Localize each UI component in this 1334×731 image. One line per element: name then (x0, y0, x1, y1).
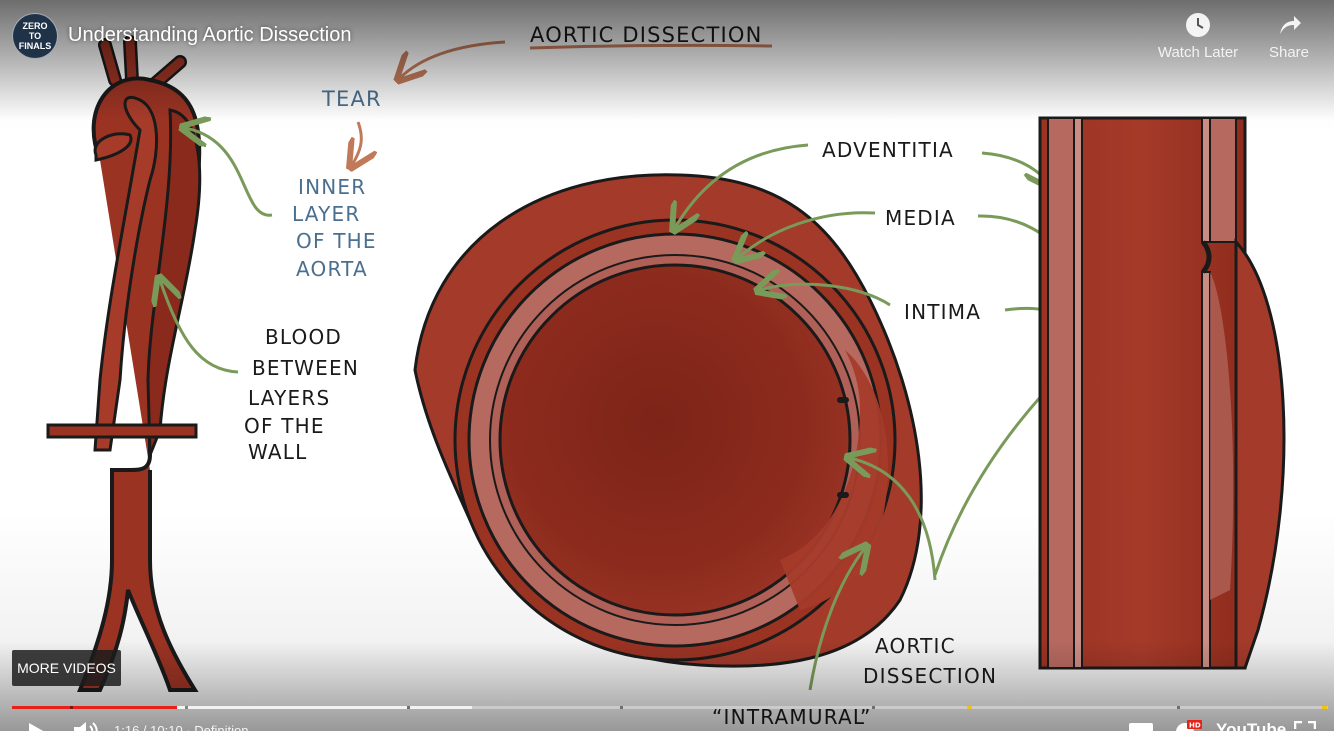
blood-between-line-1: BLOOD (265, 325, 342, 349)
aorta-illustration (46, 35, 202, 692)
video-title[interactable]: Understanding Aortic Dissection (68, 24, 352, 46)
youtube-logo[interactable]: YouTube (1216, 720, 1287, 731)
aortic-dissection-line-2: DISSECTION (863, 664, 997, 688)
progress-loaded (12, 706, 407, 709)
watch-later-button[interactable]: Watch Later (1153, 12, 1243, 61)
blood-between-line-3: LAYERS (248, 386, 330, 410)
chapter-marker (620, 706, 623, 709)
inner-layer-line-2: LAYER (292, 202, 360, 226)
blood-between-line-5: WALL (248, 440, 307, 464)
vessel-longitudinal-illustration (1038, 116, 1286, 670)
more-videos-button[interactable]: MORE VIDEOS (12, 650, 121, 686)
ad-marker (1322, 706, 1327, 709)
intramural-label: “INTRAMURAL” (712, 705, 872, 729)
player-controls: 1:16 / 10:10 · Definition HD YouTube (0, 712, 1334, 731)
share-arrow-icon (1280, 16, 1301, 34)
cross-section-illustration (413, 173, 923, 668)
time-display: 1:16 / 10:10 · Definition (114, 723, 249, 731)
heading-text: AORTIC DISSECTION (530, 23, 763, 47)
media-label: MEDIA (885, 206, 956, 230)
volume-icon[interactable] (72, 719, 100, 731)
aortic-dissection-line-1: AORTIC (875, 634, 956, 658)
inner-layer-line-1: INNER (298, 175, 366, 199)
channel-logo-line-2: TO (28, 31, 42, 41)
progress-played (12, 706, 177, 709)
channel-logo-line-3: FINALS (18, 41, 52, 51)
hd-badge: HD (1189, 722, 1201, 730)
clock-icon (1186, 13, 1210, 37)
play-icon[interactable] (26, 721, 48, 731)
inner-layer-line-4: AORTA (296, 257, 368, 281)
channel-logo-line-1: ZERO (22, 21, 48, 31)
chapter-marker (1177, 706, 1180, 709)
subtitles-icon[interactable] (1128, 722, 1154, 731)
fullscreen-icon[interactable] (1294, 721, 1316, 731)
settings-gear-icon[interactable]: HD (1173, 718, 1203, 731)
inner-layer-line-3: OF THE (296, 229, 377, 253)
channel-avatar[interactable]: ZERO TO FINALS (12, 13, 58, 59)
chapter-marker (407, 706, 410, 709)
heading-underline (529, 43, 773, 50)
watch-later-label: Watch Later (1157, 44, 1239, 61)
adventitia-label: ADVENTITIA (822, 138, 954, 162)
chapter-marker (70, 706, 73, 709)
share-label: Share (1268, 44, 1310, 61)
progress-loaded-segment (410, 706, 472, 709)
share-button[interactable]: Share (1244, 12, 1334, 61)
blood-between-line-2: BETWEEN (252, 356, 359, 380)
ad-marker (967, 706, 972, 709)
progress-bar[interactable] (12, 706, 1328, 709)
tear-label: TEAR (321, 87, 382, 111)
intima-label: INTIMA (904, 300, 981, 324)
blood-between-line-4: OF THE (244, 414, 325, 438)
chapter-marker (185, 706, 188, 709)
chapter-marker (872, 706, 875, 709)
